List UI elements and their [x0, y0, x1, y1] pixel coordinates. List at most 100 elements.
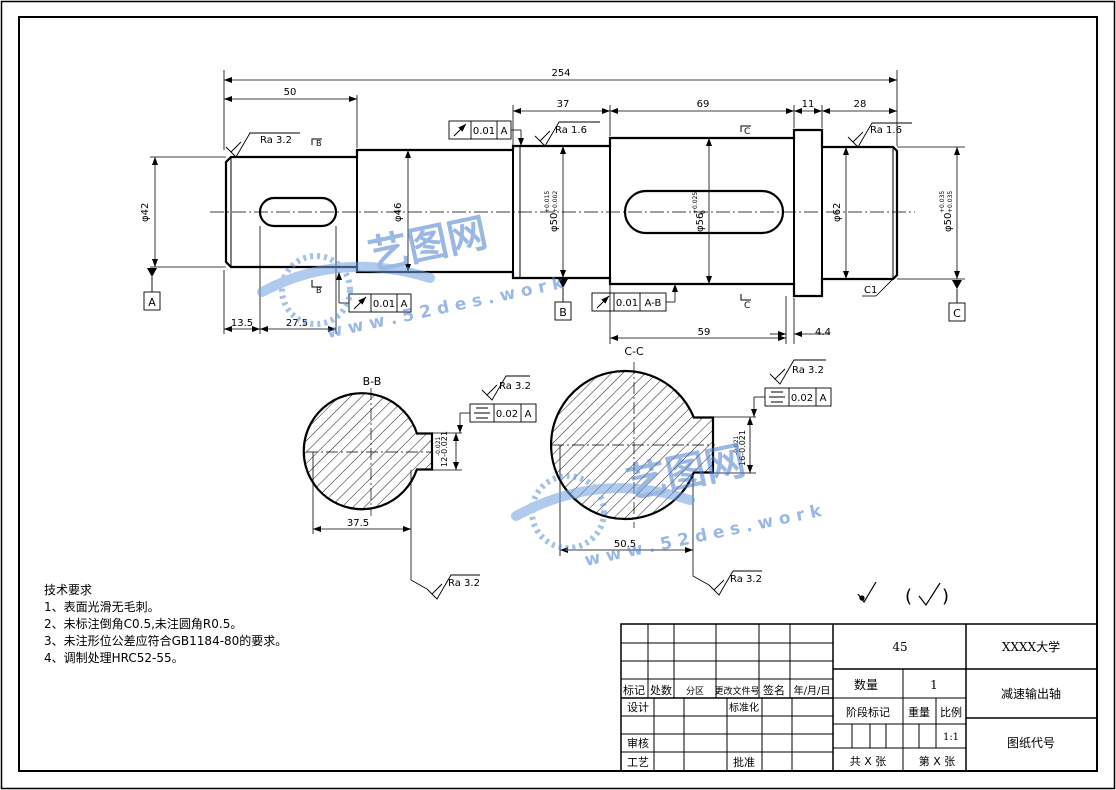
tolerance-frame-runout-ab: 0.01 A-B: [591, 284, 678, 312]
runout-arrow-icon: [453, 123, 467, 137]
dim-phi50-right-tol-upper: +0.035: [939, 191, 946, 213]
tb-process: 工艺: [627, 756, 649, 769]
requirement-item: 2、未标注倒角C0.5,未注圆角R0.5。: [44, 616, 242, 631]
runout-ab-datum: A-B: [645, 298, 662, 309]
ra-1-6-label: Ra 1.6: [870, 125, 902, 136]
section-b-lower: B: [316, 286, 322, 295]
dim-50: 50: [284, 87, 297, 98]
tb-review: 审核: [627, 736, 649, 750]
section-b-upper: B: [316, 139, 322, 148]
roughness-mark-2: Ra 1.6: [534, 121, 600, 147]
requirement-item: 4、调制处理HRC52-55。: [44, 651, 184, 665]
datum-c: C: [948, 280, 966, 322]
tb-col-count: 处数: [650, 684, 672, 697]
roughness-check-icon: [918, 582, 941, 607]
rest-open-paren: (: [905, 586, 912, 607]
runout-lower-datum: A: [401, 299, 408, 310]
tb-total-sheets: 共 X 张: [850, 755, 887, 768]
section-bb-width: 37.5: [347, 518, 369, 529]
section-c-lower: C: [744, 301, 750, 311]
symmetry-icon: [474, 407, 490, 419]
tb-quantity-value: 1: [930, 678, 938, 692]
sym-bb-value: 0.02: [496, 409, 518, 420]
dim-13-5: 13.5: [231, 318, 253, 329]
dim-254: 254: [551, 68, 570, 79]
bottom-dimensions: [223, 226, 830, 344]
dim-28: 28: [854, 99, 867, 110]
tb-drawing-code: 图纸代号: [1007, 736, 1055, 750]
requirement-item: 1、表面光滑无毛刺。: [44, 600, 160, 614]
section-bb: [302, 388, 462, 534]
dim-phi56: φ56: [695, 213, 706, 232]
rest-close-paren: ): [942, 586, 949, 607]
tb-scale-label: 比例: [940, 705, 962, 719]
section-c-upper: C: [744, 127, 750, 137]
roughness-mark-bb-bottom: Ra 3.2: [410, 534, 480, 600]
ra-1-6-label: Ra 1.6: [555, 125, 587, 136]
section-bb-keyway: 12-0.021: [440, 431, 449, 467]
runout-ab-value: 0.01: [616, 298, 638, 309]
inner-frame: [18, 16, 1098, 772]
tb-school: XXXX大学: [1002, 639, 1060, 654]
tolerance-frame-runout-a: 0.01 A: [448, 120, 524, 146]
dim-4-4: 4.4: [815, 327, 831, 338]
tb-material: 45: [892, 640, 907, 654]
tb-col-mark: 标记: [623, 683, 645, 697]
dim-phi50-left-tol-upper: +0.015: [544, 191, 551, 213]
sym-bb-datum: A: [525, 409, 532, 420]
tb-col-doc: 更改文件号: [714, 685, 759, 697]
dim-phi50-left: φ50: [549, 213, 560, 232]
runout-a-datum: A: [501, 126, 508, 137]
tb-weight-label: 重量: [908, 705, 930, 719]
runout-lower-value: 0.01: [373, 299, 395, 310]
tolerance-frame-sym-cc: 0.02 A Ra 3.2: [751, 359, 832, 417]
dim-phi42: φ42: [140, 203, 151, 222]
technical-requirements: 技术要求 1、表面光滑无毛刺。 2、未标注倒角C0.5,未注圆角R0.5。 3、…: [44, 583, 287, 665]
ra-3-2-label: Ra 3.2: [448, 578, 480, 589]
ra-3-2-label: Ra 3.2: [792, 365, 824, 376]
title-block: [620, 623, 1098, 772]
datum-a-label: A: [148, 296, 156, 309]
runout-arrow-icon: [596, 295, 610, 309]
tb-col-date: 年/月/日: [794, 684, 831, 697]
watermark-url: w w w . 5 2 d e s . w o r k: [325, 273, 566, 343]
roughness-mark-1: Ra 3.2: [225, 132, 300, 158]
section-cc-title: C-C: [624, 345, 644, 358]
tb-design: 设计: [627, 701, 649, 714]
tb-approve: 批准: [733, 755, 755, 769]
section-cc-keyway-tol: -0.021: [733, 435, 740, 455]
dim-phi50-right-tol-lower: +0.035: [947, 191, 954, 213]
datum-b-label: B: [559, 306, 567, 319]
dim-27-5: 27.5: [286, 318, 308, 329]
sym-cc-value: 0.02: [791, 393, 813, 404]
tolerance-frame-sym-bb: 0.02 A Ra 3.2: [457, 375, 537, 433]
dim-phi56-tol-upper: +0.025: [692, 192, 699, 214]
roughness-mark-cc-bottom: Ra 3.2: [692, 556, 762, 596]
tb-quantity-label: 数量: [854, 677, 878, 692]
dim-59: 59: [698, 327, 711, 338]
tb-scale-value: 1:1: [943, 732, 959, 743]
tb-part-name: 减速输出轴: [1001, 686, 1061, 701]
right-keyway: [623, 189, 785, 235]
left-keyway: [258, 196, 338, 228]
tolerance-frame-runout-a-lower: 0.01 A: [336, 272, 412, 313]
datum-c-label: C: [953, 307, 961, 320]
chamfer-c1: C1: [864, 285, 877, 296]
section-bb-title: B-B: [363, 375, 382, 388]
diameter-dims: [150, 138, 965, 284]
tb-standard: 标准化: [729, 701, 759, 714]
tb-sheet-no: 第 X 张: [919, 754, 956, 768]
requirements-heading: 技术要求: [44, 583, 92, 597]
runout-arrow-icon: [353, 296, 367, 310]
tb-col-zone: 分区: [686, 686, 704, 697]
default-roughness-symbol: [857, 581, 941, 607]
symmetry-icon: [769, 391, 785, 403]
ra-3-2-label: Ra 3.2: [499, 381, 531, 392]
requirement-item: 3、未注形位公差应符合GB1184-80的要求。: [44, 633, 287, 648]
dim-phi56-tol-lower: 0: [700, 210, 707, 214]
dim-69: 69: [697, 99, 710, 110]
section-bb-keyway-tol: -0.021: [435, 436, 442, 456]
dim-phi50-right: φ50: [943, 213, 954, 232]
